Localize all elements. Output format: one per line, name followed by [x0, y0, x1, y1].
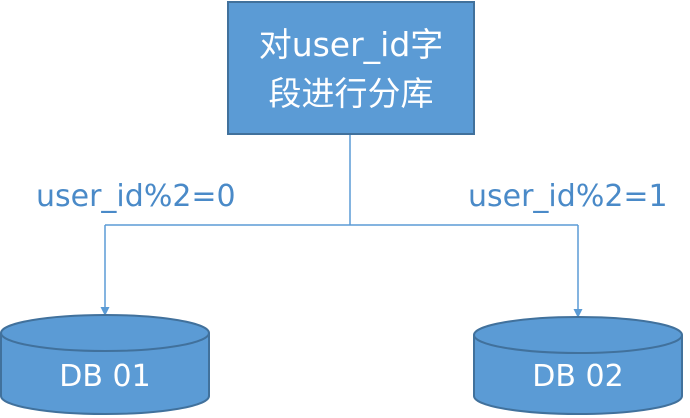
source-node-line-1: 对user_id字 — [259, 25, 444, 64]
source-node-line-2: 段进行分库 — [269, 74, 434, 113]
db-cylinder-left: DB 01 — [0, 314, 210, 415]
db-left-label: DB 01 — [59, 359, 150, 394]
db-right-label: DB 02 — [532, 359, 623, 394]
db-right-body — [473, 316, 683, 415]
source-node: 对user_id字 段进行分库 — [227, 1, 475, 135]
db-left-body — [0, 314, 210, 415]
edge-label-right: user_id%2=1 — [468, 179, 668, 214]
connectors — [100, 135, 583, 318]
db-cylinder-right: DB 02 — [473, 316, 683, 415]
db-right-rim — [473, 334, 683, 354]
source-node-box — [227, 1, 475, 135]
db-left-rim — [0, 332, 210, 352]
edge-label-left: user_id%2=0 — [36, 179, 236, 214]
